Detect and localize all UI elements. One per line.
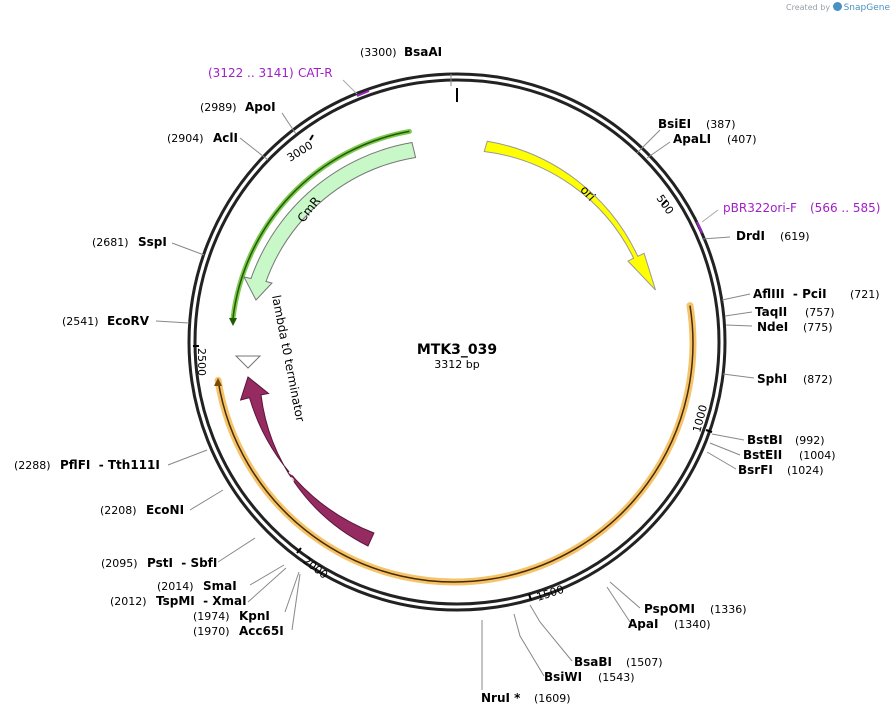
site-apoi-pos: (2989) xyxy=(200,101,237,114)
plasmid-name: MTK3_039 xyxy=(417,342,497,358)
site-taqii-name[interactable]: TaqII xyxy=(755,305,787,319)
credit-prefix: Created by xyxy=(786,3,831,12)
primer-pbr322ori-f-range: (566 .. 585) xyxy=(810,201,880,215)
site-pflfi-tth111i-pos: (2288) xyxy=(14,459,51,472)
site-bsiei-name[interactable]: BsiEI xyxy=(658,117,691,131)
cmr-outline-arc xyxy=(232,130,410,319)
site-bsaai-name[interactable]: BsaAI xyxy=(404,45,442,59)
site-drdi-pos: (619) xyxy=(780,230,810,243)
primer-cat-r-mark xyxy=(356,90,370,97)
site-bsiwi-pos: (1543) xyxy=(598,671,635,684)
site-acc65i-pos: (1970) xyxy=(193,625,230,638)
site-sspi-pos: (2681) xyxy=(92,236,129,249)
site-smai-pos: (2014) xyxy=(157,580,194,593)
site-ndei-name[interactable]: NdeI xyxy=(757,320,788,334)
site-bsabi-name[interactable]: BsaBI xyxy=(574,655,612,669)
site-pflfi-tth111i-name[interactable]: PflFI - Tth111I xyxy=(60,458,160,472)
site-bsiei-pos: (387) xyxy=(706,118,736,131)
site-bsrfi-pos: (1024) xyxy=(787,464,824,477)
site-bsteii-pos: (1004) xyxy=(799,449,836,462)
feature-cmr[interactable] xyxy=(243,141,417,301)
tick-mark-2000 xyxy=(296,547,302,554)
site-ndei-pos: (775) xyxy=(803,321,833,334)
site-sphi-name[interactable]: SphI xyxy=(757,372,787,386)
selection-region-arrowhead xyxy=(214,378,222,386)
site-smai-name[interactable]: SmaI xyxy=(203,579,237,593)
primer-pbr322ori-f-label: pBR322ori-F xyxy=(723,201,797,215)
site-bstbi-pos: (992) xyxy=(795,434,825,447)
site-taqii-pos: (757) xyxy=(805,306,835,319)
tick-mark-1000 xyxy=(705,429,713,433)
tick-label-2500: 2500 xyxy=(195,348,208,376)
primer-cat-r-leader xyxy=(342,79,358,95)
site-pspomi-name[interactable]: PspOMI xyxy=(644,602,695,616)
site-pspomi-pos: (1336) xyxy=(710,603,747,616)
site-nrui-pos: (1609) xyxy=(534,692,571,705)
feature-lambda-label: lambda t0 terminator xyxy=(269,294,307,423)
site-apali-name[interactable]: ApaLI xyxy=(673,132,711,146)
site-acc65i-name[interactable]: Acc65I xyxy=(239,624,284,638)
feature-p65-label: p65 xyxy=(277,466,301,493)
primer-pbr322ori-f-mark xyxy=(696,221,703,234)
tick-mark-3000 xyxy=(309,134,314,141)
site-acli-pos: (2904) xyxy=(167,132,204,145)
site-sspi-name[interactable]: SspI xyxy=(138,235,167,249)
snapgene-credit: Created by SnapGene xyxy=(786,2,890,13)
site-apali-pos: (407) xyxy=(727,133,757,146)
site-afliii-pcii-pos: (721) xyxy=(850,288,880,301)
site-acli-name[interactable]: AclI xyxy=(213,131,238,145)
site-drdi-name[interactable]: DrdI xyxy=(736,229,765,243)
primer-pbr322ori-f-leader xyxy=(701,209,719,223)
site-econi-name[interactable]: EcoNI xyxy=(146,503,184,517)
plasmid-length: 3312 bp xyxy=(434,358,479,371)
site-tspmi-xmai-pos: (2012) xyxy=(110,595,147,608)
site-ecorv-name[interactable]: EcoRV xyxy=(107,314,150,328)
site-bsaai-pos: (3300) xyxy=(360,46,397,59)
site-nrui-name[interactable]: NruI * xyxy=(481,691,521,705)
tick-mark-1500 xyxy=(528,593,532,601)
site-ecorv-pos: (2541) xyxy=(62,315,99,328)
site-tspmi-xmai-name[interactable]: TspMI - XmaI xyxy=(156,594,247,608)
backbone-outer-ring xyxy=(187,72,727,612)
tick-label-2000: 2000 xyxy=(300,554,330,581)
tick-label-1500: 1500 xyxy=(535,583,566,604)
site-bsteii-name[interactable]: BstEII xyxy=(743,448,782,462)
snapgene-logo-icon xyxy=(832,2,842,11)
site-econi-pos: (2208) xyxy=(100,504,137,517)
site-sphi-pos: (872) xyxy=(803,373,833,386)
primer-cat-r-label: CAT-R xyxy=(298,66,333,80)
credit-brand: SnapGene xyxy=(843,3,890,13)
backbone-inner-ring xyxy=(193,78,721,606)
site-bstbi-name[interactable]: BstBI xyxy=(747,433,783,447)
site-apoi-name[interactable]: ApoI xyxy=(245,100,276,114)
cmr-outline-arrowhead xyxy=(229,318,237,326)
site-psti-sbfi-pos: (2095) xyxy=(101,557,138,570)
feature-ori[interactable] xyxy=(483,140,656,291)
site-apai-name[interactable]: ApaI xyxy=(628,617,658,631)
site-bsrfi-name[interactable]: BsrFI xyxy=(738,463,773,477)
site-bsiwi-name[interactable]: BsiWI xyxy=(544,670,582,684)
site-leader-lines xyxy=(155,74,755,690)
feature-lambda-t0-terminator[interactable] xyxy=(234,355,262,369)
site-kpni-name[interactable]: KpnI xyxy=(239,609,270,623)
primer-cat-r-range: (3122 .. 3141) xyxy=(208,66,294,80)
feature-p65[interactable] xyxy=(239,376,375,547)
selection-region-line xyxy=(217,305,694,583)
site-afliii-pcii-name[interactable]: AflIII - PciI xyxy=(753,287,827,301)
site-apai-pos: (1340) xyxy=(674,618,711,631)
site-bsabi-pos: (1507) xyxy=(626,656,663,669)
site-kpni-pos: (1974) xyxy=(193,610,230,623)
site-psti-sbfi-name[interactable]: PstI - SbfI xyxy=(147,556,217,570)
tick-mark-500 xyxy=(661,199,668,206)
